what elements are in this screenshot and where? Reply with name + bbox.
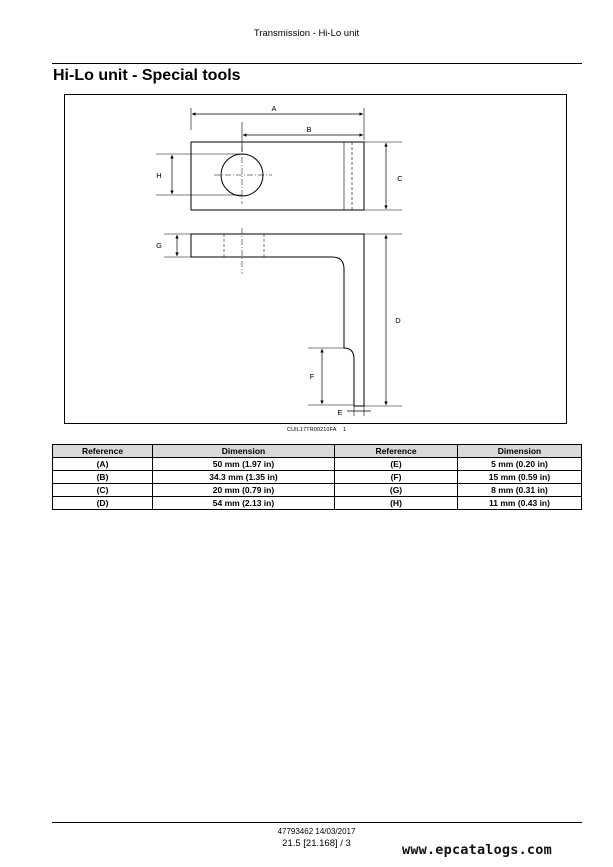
table-cell: (F)	[334, 470, 458, 484]
table-cell: 50 mm (1.97 in)	[152, 457, 335, 471]
watermark: www.epcatalogs.com	[402, 842, 552, 858]
table-header: Dimension	[457, 444, 582, 458]
dim-label-a: A	[271, 104, 276, 113]
table-cell: (D)	[52, 496, 153, 510]
tool-drawing: A B H C G D F E	[156, 104, 403, 417]
table-cell: (A)	[52, 457, 153, 471]
table-header: Reference	[334, 444, 458, 458]
table-row: (C) 20 mm (0.79 in) (G) 8 mm (0.31 in)	[52, 483, 582, 497]
table-cell: 8 mm (0.31 in)	[457, 483, 582, 497]
figure-frame	[64, 94, 567, 424]
figure-code: CUIL17TR00210FA	[287, 427, 337, 433]
l-bracket-side-view	[190, 233, 365, 407]
table-cell: 5 mm (0.20 in)	[457, 457, 582, 471]
running-header: Transmission - Hi-Lo unit	[253, 28, 360, 39]
table-header-row: Reference Dimension Reference Dimension	[52, 444, 582, 458]
table-row: (A) 50 mm (1.97 in) (E) 5 mm (0.20 in)	[52, 457, 582, 471]
table-cell: 11 mm (0.43 in)	[457, 496, 582, 510]
table-cell: 20 mm (0.79 in)	[152, 483, 335, 497]
footer-page-ref: 21.5 [21.168] / 3	[282, 838, 351, 849]
table-header: Dimension	[152, 444, 335, 458]
table-cell: (B)	[52, 470, 153, 484]
dim-label-e: E	[337, 408, 342, 417]
table-cell: (G)	[334, 483, 458, 497]
section-title: Hi-Lo unit - Special tools	[53, 67, 241, 84]
dim-label-f: F	[310, 372, 315, 381]
table-cell: 54 mm (2.13 in)	[152, 496, 335, 510]
table-cell: (H)	[334, 496, 458, 510]
dim-label-b: B	[306, 125, 311, 134]
footer-divider	[52, 822, 582, 823]
table-cell: 15 mm (0.59 in)	[457, 470, 582, 484]
table-cell: (E)	[334, 457, 458, 471]
dim-label-c: C	[397, 174, 403, 183]
dim-label-g: G	[156, 241, 162, 250]
table-row: (D) 54 mm (2.13 in) (H) 11 mm (0.43 in)	[52, 496, 582, 510]
table-row: (B) 34.3 mm (1.35 in) (F) 15 mm (0.59 in…	[52, 470, 582, 484]
footer-doc-ref: 47793462 14/03/2017	[277, 827, 356, 836]
dim-label-d: D	[395, 316, 401, 325]
dim-label-h: H	[156, 171, 161, 180]
table-cell: 34.3 mm (1.35 in)	[152, 470, 335, 484]
table-header: Reference	[52, 444, 153, 458]
dimensions-table: Reference Dimension Reference Dimension …	[52, 444, 582, 510]
figure-number: 1	[343, 427, 347, 433]
table-cell: (C)	[52, 483, 153, 497]
plate-top-view	[190, 141, 365, 211]
header-divider	[52, 63, 582, 64]
